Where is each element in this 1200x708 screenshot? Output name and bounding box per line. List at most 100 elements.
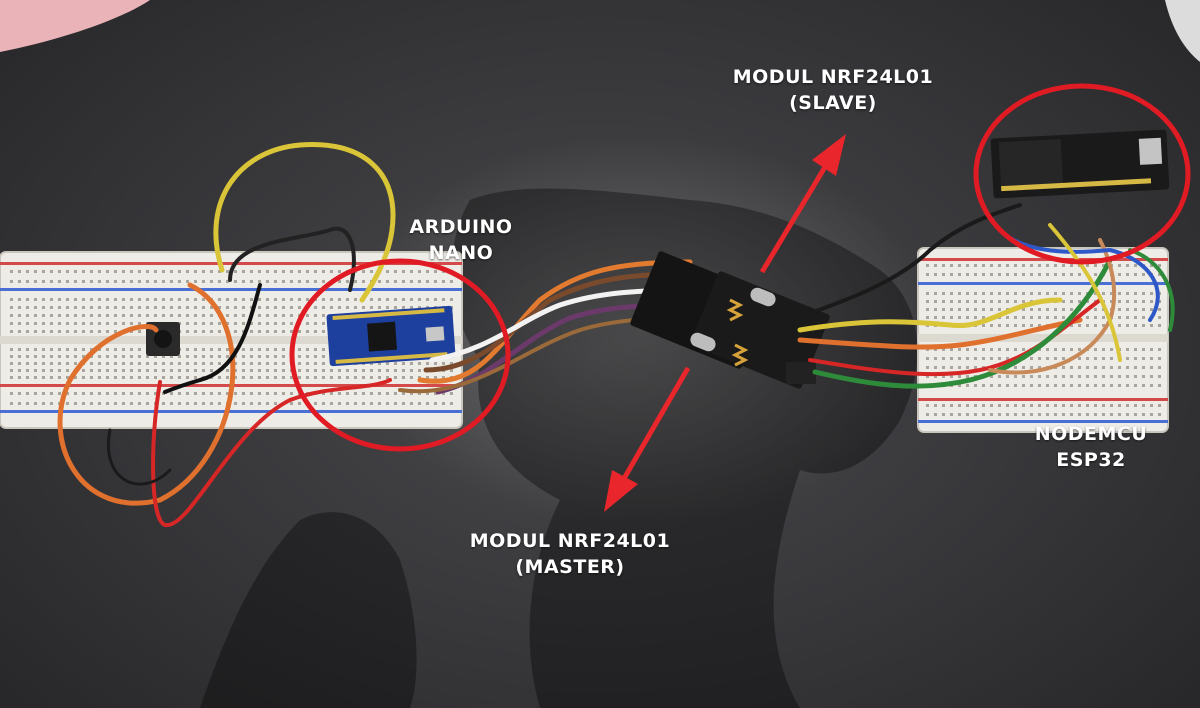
breadboard-hole: [1038, 273, 1041, 276]
breadboard-hole: [354, 392, 357, 395]
breadboard-hole: [338, 376, 341, 379]
breadboard-hole: [306, 362, 309, 365]
breadboard-hole: [1142, 366, 1145, 369]
breadboard-hole: [354, 376, 357, 379]
breadboard-hole: [1006, 404, 1009, 407]
breadboard-hole: [330, 402, 333, 405]
breadboard-hole: [18, 306, 21, 309]
breadboard-hole: [1078, 357, 1081, 360]
breadboard-hole: [258, 376, 261, 379]
breadboard-hole: [162, 376, 165, 379]
annotation-arrows: [604, 134, 846, 512]
breadboard-hole: [58, 270, 61, 273]
breadboard-hole: [1014, 292, 1017, 295]
breadboard-hole: [218, 376, 221, 379]
breadboard-hole: [258, 348, 261, 351]
breadboard-hole: [138, 298, 141, 301]
breadboard-hole: [10, 298, 13, 301]
breadboard-hole: [130, 376, 133, 379]
breadboard-hole: [274, 348, 277, 351]
breadboard-hole: [114, 314, 117, 317]
breadboard-hole: [90, 270, 93, 273]
breadboard-hole: [1158, 375, 1161, 378]
breadboard-hole: [218, 298, 221, 301]
breadboard-hole: [50, 322, 53, 325]
breadboard-hole: [130, 402, 133, 405]
breadboard-hole: [934, 316, 937, 319]
breadboard-hole: [1118, 308, 1121, 311]
breadboard-hole: [114, 355, 117, 358]
breadboard-hole: [1134, 366, 1137, 369]
breadboard-hole: [1134, 375, 1137, 378]
breadboard-hole: [34, 280, 37, 283]
breadboard-hole: [130, 369, 133, 372]
breadboard-hole: [1094, 292, 1097, 295]
breadboard-hole: [250, 298, 253, 301]
breadboard-hole: [202, 355, 205, 358]
breadboard-hole: [42, 280, 45, 283]
breadboard-hole: [966, 273, 969, 276]
breadboard-hole: [1134, 264, 1137, 267]
breadboard-hole: [98, 376, 101, 379]
breadboard-hole: [194, 376, 197, 379]
breadboard-hole: [402, 376, 405, 379]
breadboard-hole: [162, 314, 165, 317]
breadboard-hole: [218, 355, 221, 358]
breadboard-hole: [1054, 264, 1057, 267]
breadboard-hole: [1158, 357, 1161, 360]
breadboard-hole: [178, 355, 181, 358]
breadboard-hole: [1030, 273, 1033, 276]
breadboard-hole: [242, 402, 245, 405]
breadboard-hole: [1022, 264, 1025, 267]
breadboard-hole: [998, 308, 1001, 311]
breadboard-hole: [934, 292, 937, 295]
breadboard-hole: [242, 376, 245, 379]
breadboard-hole: [314, 348, 317, 351]
breadboard-hole: [154, 376, 157, 379]
nrf-slave-label-line1: MODUL NRF24L01: [732, 66, 934, 88]
breadboard-hole: [450, 402, 453, 405]
breadboard-hole: [106, 330, 109, 333]
breadboard-hole: [242, 314, 245, 317]
breadboard-hole: [942, 300, 945, 303]
breadboard-hole: [450, 280, 453, 283]
breadboard-hole: [354, 280, 357, 283]
breadboard-hole: [282, 392, 285, 395]
breadboard-hole: [966, 357, 969, 360]
breadboard-hole: [82, 348, 85, 351]
breadboard-hole: [74, 322, 77, 325]
breadboard-hole: [66, 362, 69, 365]
breadboard-hole: [1030, 308, 1033, 311]
breadboard-hole: [74, 330, 77, 333]
breadboard-hole: [394, 376, 397, 379]
breadboard-hole: [966, 384, 969, 387]
breadboard-hole: [122, 376, 125, 379]
breadboard-hole: [330, 298, 333, 301]
breadboard-hole: [990, 292, 993, 295]
breadboard-hole: [402, 392, 405, 395]
breadboard-hole: [1134, 316, 1137, 319]
breadboard-hole: [50, 362, 53, 365]
breadboard-hole: [266, 330, 269, 333]
breadboard-hole: [250, 280, 253, 283]
breadboard-hole: [290, 330, 293, 333]
breadboard-hole: [378, 369, 381, 372]
breadboard-hole: [146, 369, 149, 372]
breadboard-hole: [306, 369, 309, 372]
breadboard-hole: [1078, 273, 1081, 276]
breadboard-hole: [66, 355, 69, 358]
breadboard-hole: [194, 280, 197, 283]
breadboard-hole: [306, 298, 309, 301]
annotation-overlays: [289, 83, 1191, 452]
breadboard-hole: [1006, 273, 1009, 276]
breadboard-hole: [314, 270, 317, 273]
breadboard-hole: [58, 369, 61, 372]
breadboard-hole: [314, 362, 317, 365]
breadboard-hole: [194, 402, 197, 405]
breadboard-hole: [266, 392, 269, 395]
breadboard-hole: [106, 402, 109, 405]
breadboard-hole: [194, 298, 197, 301]
breadboard-hole: [1110, 384, 1113, 387]
breadboard-hole: [982, 413, 985, 416]
